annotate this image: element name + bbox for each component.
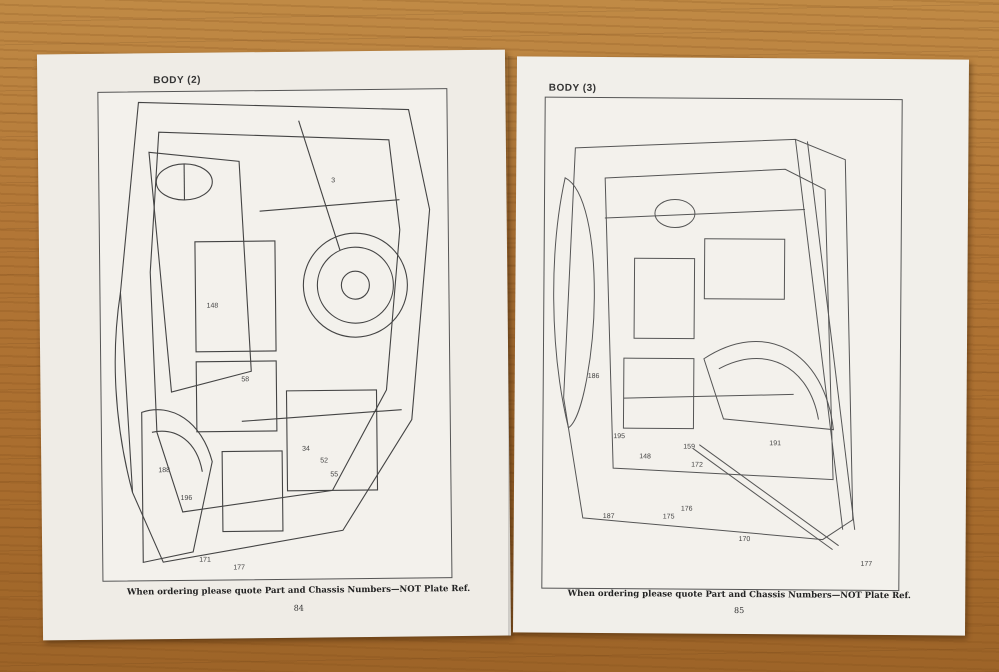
page-gap-shadow <box>508 56 516 636</box>
callout-label: 196 <box>181 495 193 502</box>
page-84: BODY (2) <box>36 49 512 641</box>
callout-label: 52 <box>320 457 328 464</box>
callout-label: 171 <box>199 557 211 564</box>
callout-label: 148 <box>639 453 651 460</box>
callout-label: 191 <box>769 440 781 447</box>
callout-label: 177 <box>233 564 245 571</box>
callout-label: 58 <box>241 376 249 383</box>
page-number: 85 <box>734 605 745 616</box>
callout-label: 34 <box>302 446 310 453</box>
callout-label: 55 <box>330 471 338 478</box>
page-title: BODY (3) <box>548 82 597 94</box>
page-title: BODY (2) <box>153 74 201 87</box>
car-body-drawing: 3 188 196 171 177 148 58 34 52 55 <box>114 101 431 571</box>
callout-label: 159 <box>683 444 695 451</box>
callout-label: 177 <box>860 561 872 568</box>
callout-label: 195 <box>613 433 625 440</box>
callout-label: 187 <box>603 513 615 520</box>
callout-label: 170 <box>739 536 751 543</box>
callout-label: 176 <box>681 506 693 513</box>
callout-label: 186 <box>588 373 600 380</box>
body-exploded-illustration: 186 191 159 172 170 177 176 175 187 195 … <box>541 96 903 592</box>
car-interior-drawing: 186 191 159 172 170 177 176 175 187 195 … <box>553 138 872 568</box>
callout-label: 172 <box>691 462 703 469</box>
body-exploded-illustration: 3 188 196 171 177 148 58 34 52 55 <box>97 88 453 582</box>
callout-label: 148 <box>207 303 219 310</box>
callout-label: 188 <box>158 467 170 474</box>
page-85: BODY (3) <box>512 56 970 636</box>
page-number: 84 <box>293 603 304 613</box>
callout-label: 3 <box>331 177 335 184</box>
ordering-footnote: When ordering please quote Part and Chas… <box>567 588 911 602</box>
callout-label: 175 <box>663 513 675 520</box>
ordering-footnote: When ordering please quote Part and Chas… <box>126 583 471 598</box>
